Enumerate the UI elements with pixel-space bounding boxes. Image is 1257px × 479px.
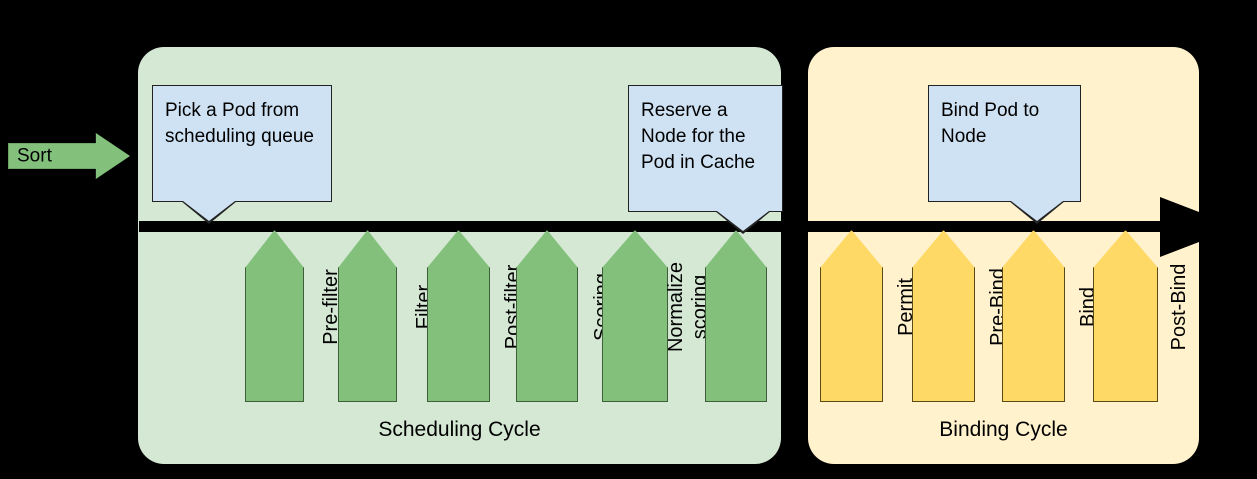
plugin-pre-bind[interactable]: Pre-Bind bbox=[912, 230, 1009, 402]
scheduling-cycle-label: Scheduling Cycle bbox=[378, 418, 541, 441]
callout-text: Reserve a Node for the Pod in Cache bbox=[641, 100, 756, 173]
callout-text: Pick a Pod from scheduling queue bbox=[165, 100, 314, 147]
callout-text: Bind Pod to Node bbox=[941, 100, 1040, 147]
binding-cycle-label: Binding Cycle bbox=[939, 418, 1068, 441]
plugin-label: Post-Bind bbox=[1168, 263, 1190, 351]
up-arrow-icon bbox=[427, 230, 490, 402]
scheduling-timeline-bar bbox=[139, 221, 782, 232]
plugin-bind[interactable]: Bind bbox=[1002, 230, 1099, 402]
plugin-normalize-scoring[interactable]: Normalize scoring bbox=[602, 230, 711, 402]
plugin-post-filter[interactable]: Post-filter bbox=[427, 230, 524, 402]
sort-label: Sort bbox=[17, 145, 52, 167]
plugin-reserve[interactable]: Reserve bbox=[705, 230, 802, 402]
up-arrow-icon bbox=[820, 230, 883, 402]
up-arrow-icon bbox=[245, 230, 304, 402]
sort-entry-arrow[interactable]: Sort bbox=[8, 133, 130, 179]
up-arrow-icon bbox=[705, 230, 767, 402]
callout-pick-pod: Pick a Pod from scheduling queue bbox=[152, 85, 332, 224]
up-arrow-icon bbox=[912, 230, 975, 402]
up-arrow-icon bbox=[516, 230, 578, 402]
callout-bind-pod: Bind Pod to Node bbox=[928, 85, 1081, 224]
up-arrow-icon bbox=[1002, 230, 1065, 402]
up-arrow-icon bbox=[602, 230, 668, 402]
plugin-filter[interactable]: Filter bbox=[338, 230, 435, 402]
plugin-post-bind[interactable]: Post-Bind bbox=[1093, 230, 1190, 402]
binding-timeline-bar bbox=[808, 221, 1165, 232]
up-arrow-icon bbox=[338, 230, 397, 402]
callout-reserve-node: Reserve a Node for the Pod in Cache bbox=[628, 85, 783, 234]
plugin-pre-filter[interactable]: Pre-filter bbox=[245, 230, 342, 402]
plugin-permit[interactable]: Permit bbox=[820, 230, 917, 402]
up-arrow-icon bbox=[1093, 230, 1158, 402]
plugin-scoring[interactable]: Scoring bbox=[516, 230, 613, 402]
